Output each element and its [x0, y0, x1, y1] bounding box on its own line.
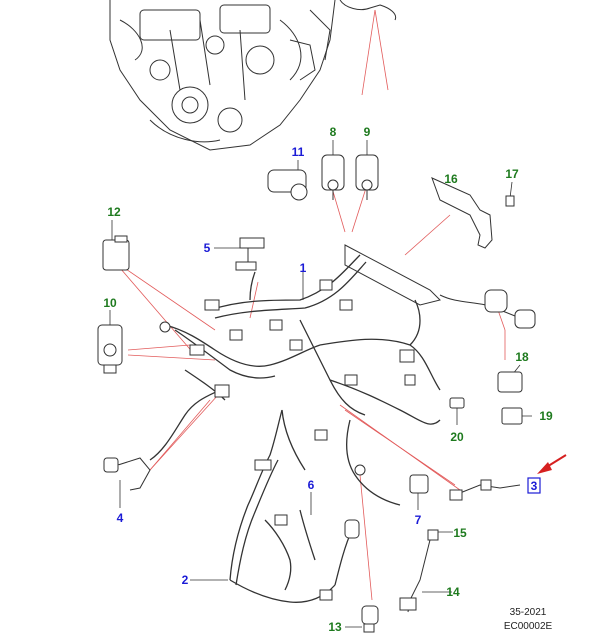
component-20-sensor: [449, 397, 465, 409]
component-16-bracket: [431, 177, 493, 249]
component-5-connector: [235, 237, 265, 271]
callout-6: 6: [308, 478, 315, 492]
component-18-connector: [497, 371, 523, 393]
leader-lines: [119, 9, 506, 601]
component-17-bolt: [505, 195, 515, 207]
callout-11: 11: [292, 145, 305, 159]
component-11-sensor: [267, 169, 308, 201]
component-8-solenoid: [321, 154, 345, 200]
callout-8: 8: [330, 125, 337, 139]
main-engine-harness: [149, 254, 441, 506]
callout-17: 17: [505, 167, 519, 181]
component-19-connector: [501, 407, 523, 425]
callout-13: 13: [328, 620, 342, 634]
callout-4: 4: [117, 511, 124, 525]
engine-block-illustration: [109, 0, 397, 151]
component-7-connector: [409, 474, 429, 494]
component-3-sensor: [449, 479, 521, 501]
callout-18: 18: [515, 350, 529, 364]
callout-7: 7: [415, 513, 422, 527]
lower-engine-harness: [229, 409, 353, 603]
callout-2: 2: [182, 573, 189, 587]
callout-1: 1: [300, 261, 307, 275]
reference-code: EC00002E: [504, 621, 553, 632]
component-9-solenoid: [355, 154, 379, 200]
callout-15: 15: [453, 526, 467, 540]
callout-20: 20: [450, 430, 464, 444]
callout-9: 9: [364, 125, 371, 139]
callout-5: 5: [204, 241, 211, 255]
component-14-sensor: [399, 539, 431, 613]
reference-year: 35-2021: [510, 607, 547, 618]
callout-19: 19: [539, 409, 553, 423]
callout-3: 3: [531, 479, 538, 493]
fuel-rail-harness: [344, 244, 536, 329]
callout-3-highlight: [527, 477, 541, 494]
callout-16: 16: [444, 172, 458, 186]
component-15-connector: [427, 529, 439, 541]
red-arrow-icon: [537, 454, 567, 474]
component-12-module: [102, 235, 130, 271]
component-10-sensor: [97, 324, 123, 374]
callout-12: 12: [107, 205, 121, 219]
component-13-sensor: [361, 605, 379, 633]
harness-connectors: [159, 279, 416, 601]
component-4-sensor: [103, 457, 151, 491]
callout-14: 14: [446, 585, 460, 599]
callout-10: 10: [103, 296, 117, 310]
